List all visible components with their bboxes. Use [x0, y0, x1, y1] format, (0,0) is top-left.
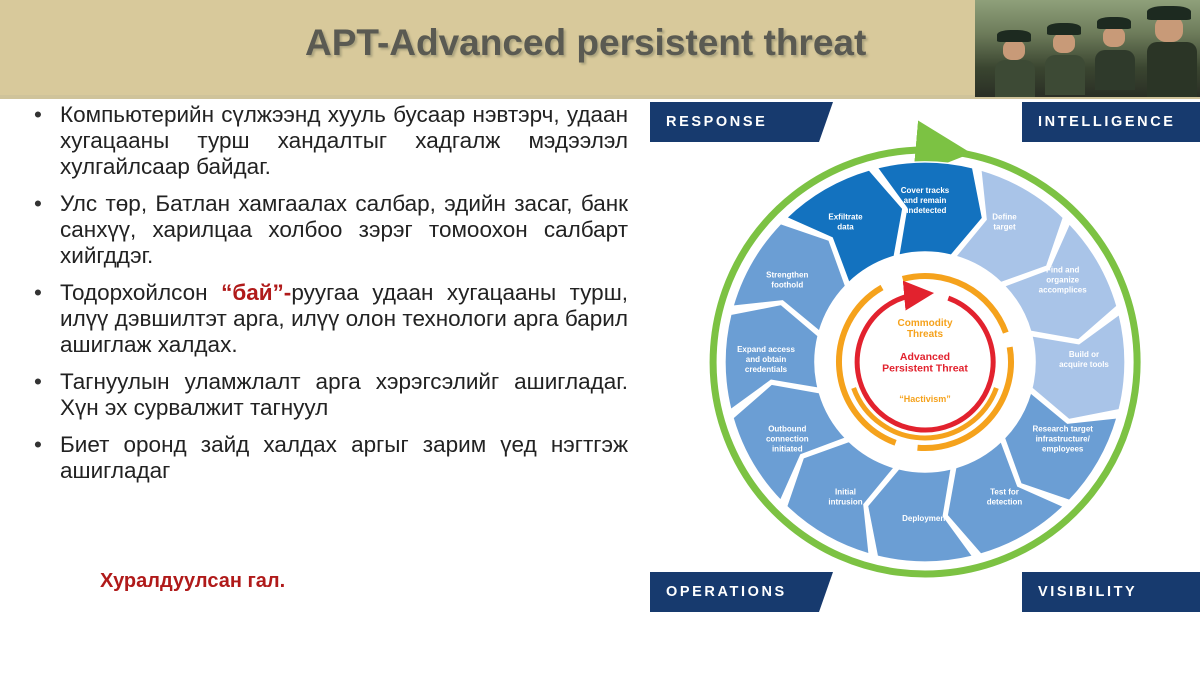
- step-label-line: Research target: [1032, 425, 1093, 434]
- commodity-arc-inner: [851, 387, 999, 441]
- step-label-line: Strengthen: [766, 271, 808, 280]
- apt-label-line: Persistent Threat: [882, 363, 968, 375]
- bullet-item: Биет оронд зайд халдах аргыг зарим үед н…: [28, 432, 628, 484]
- step-label-line: accomplices: [1039, 286, 1088, 295]
- step-label-line: acquire tools: [1059, 360, 1109, 369]
- step-segment: [731, 222, 847, 333]
- step-label: Deployment: [902, 514, 948, 523]
- step-label-line: organize: [1046, 276, 1079, 285]
- header-bar: [0, 0, 975, 95]
- step-segment: [732, 383, 847, 502]
- hactivism-label: “Hactivism”: [899, 394, 951, 404]
- step-label-line: initiated: [772, 445, 803, 454]
- step-segment: [785, 440, 896, 556]
- commodity-threats-label-line: Threats: [907, 329, 944, 340]
- step-segment: [954, 168, 1065, 284]
- step-label-line: data: [837, 222, 854, 231]
- step-label-line: detection: [987, 498, 1023, 507]
- step-label-line: and obtain: [746, 355, 787, 364]
- step-label-line: Define: [992, 212, 1017, 221]
- step-label-line: Expand access: [737, 345, 795, 354]
- step-label-line: undetected: [904, 206, 947, 215]
- step-segment: [1003, 222, 1118, 341]
- step-label-line: and remain: [904, 196, 947, 205]
- step-label-line: Initial: [835, 488, 856, 497]
- step-segment: [876, 161, 984, 257]
- step-segment: [724, 303, 820, 411]
- apt-cycle-arrow: [854, 280, 996, 433]
- bullet-text: Тодорхойлсон: [60, 280, 222, 305]
- hactivism-label-line: “Hactivism”: [899, 394, 951, 404]
- tag-response: RESPONSE: [650, 102, 833, 142]
- step-label-line: Find and: [1046, 266, 1079, 275]
- step-label-line: intrusion: [828, 498, 862, 507]
- bullet-list: Компьютерийн сүлжээнд хууль бусаар нэвтэ…: [28, 102, 628, 495]
- apt-label-line: Advanced: [900, 351, 950, 363]
- step-segment: [946, 440, 1065, 555]
- step-label-line: Exfiltrate: [828, 212, 863, 221]
- bullet-item: Тодорхойлсон “бай”-руугаа удаан хугацаан…: [28, 280, 628, 358]
- step-label-line: Test for: [990, 488, 1019, 497]
- step-label-line: foothold: [771, 281, 803, 290]
- commodity-arc-outer: [917, 346, 1015, 452]
- tag-visibility: VISIBILITY: [1022, 572, 1200, 612]
- slide-title: APT-Advanced persistent threat: [305, 22, 867, 63]
- commodity-arc-outer: [835, 284, 897, 446]
- step-segment: [866, 467, 974, 563]
- step-segment: [785, 169, 904, 284]
- bullet-item: Компьютерийн сүлжээнд хууль бусаар нэвтэ…: [28, 102, 628, 180]
- step-label-line: connection: [766, 435, 809, 444]
- commodity-arc-outer: [901, 272, 1009, 334]
- bullet-item: Улс төр, Батлан хамгаалах салбар, эдийн …: [28, 191, 628, 269]
- header-underline: [0, 95, 1200, 99]
- step-label-line: infrastructure/: [1036, 435, 1091, 444]
- step-label-line: Outbound: [768, 425, 806, 434]
- footnote: Хуралдуулсан гал.: [100, 570, 286, 592]
- step-label-line: Cover tracks: [901, 186, 950, 195]
- tag-intelligence: INTELLIGENCE: [1022, 102, 1200, 142]
- bullet-text: руугаа удаан хугацааны турш, илүү дэвшил…: [60, 280, 628, 357]
- soldiers-photo: [975, 0, 1200, 97]
- outer-cycle-arrow: [709, 120, 1141, 578]
- step-label-line: employees: [1042, 445, 1084, 454]
- bullet-item: Тагнуулын уламжлалт арга хэрэгсэлийг аши…: [28, 369, 628, 421]
- step-segment: [1003, 391, 1119, 502]
- step-label-line: Deployment: [902, 514, 948, 523]
- step-label-line: target: [993, 222, 1016, 231]
- step-label-line: credentials: [745, 365, 788, 374]
- step-segment: [1030, 313, 1126, 421]
- step-label-line: Build or: [1069, 350, 1099, 359]
- commodity-threats-label-line: Commodity: [898, 318, 953, 329]
- tag-operations: OPERATIONS: [650, 572, 833, 612]
- highlight-target: “бай”-: [221, 280, 292, 305]
